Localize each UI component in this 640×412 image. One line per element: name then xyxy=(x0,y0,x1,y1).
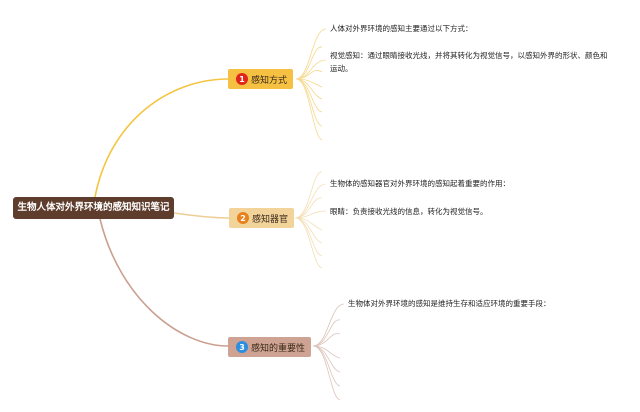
note-branch-3-intro[interactable]: 生物体对外界环境的感知是维持生存和适应环境的重要手段： xyxy=(348,299,551,308)
note-branch-2-intro[interactable]: 生物体的感知器官对外界环境的感知起着重要的作用： xyxy=(330,179,510,188)
fan-branch-3 xyxy=(312,303,345,401)
note-branch-1-intro[interactable]: 人体对外界环境的感知主要通过以下方式： xyxy=(330,24,473,33)
number-badge-2: 2 xyxy=(237,212,249,224)
connector-root-branch-2 xyxy=(173,212,230,219)
number-badge-1: 1 xyxy=(236,73,248,85)
branch-label-2: 感知器官 xyxy=(252,214,289,225)
note-branch-2-eyes[interactable]: 眼睛：负责接收光线的信息，转化为视觉信号。 xyxy=(330,207,488,216)
connector-root-branch-1 xyxy=(94,78,229,198)
fan-branch-1 xyxy=(295,28,327,141)
number-badge-3: 3 xyxy=(236,341,248,353)
branch-topic-1[interactable]: 1 感知方式 xyxy=(228,69,294,89)
connector-root-branch-3 xyxy=(99,218,229,347)
note-branch-1-visual[interactable]: 视觉感知：通过眼睛接收光线，并将其转化为视觉信号，以感知外界的形状、颜色和运动。 xyxy=(330,51,608,73)
branch-topic-2[interactable]: 2 感知器官 xyxy=(229,208,295,228)
branch-label-1: 感知方式 xyxy=(251,75,288,86)
branch-topic-3[interactable]: 3 感知的重要性 xyxy=(228,337,312,357)
root-topic[interactable]: 生物人体对外界环境的感知知识笔记 xyxy=(13,197,174,219)
fan-branch-2 xyxy=(294,171,327,269)
branch-label-3: 感知的重要性 xyxy=(251,343,306,354)
